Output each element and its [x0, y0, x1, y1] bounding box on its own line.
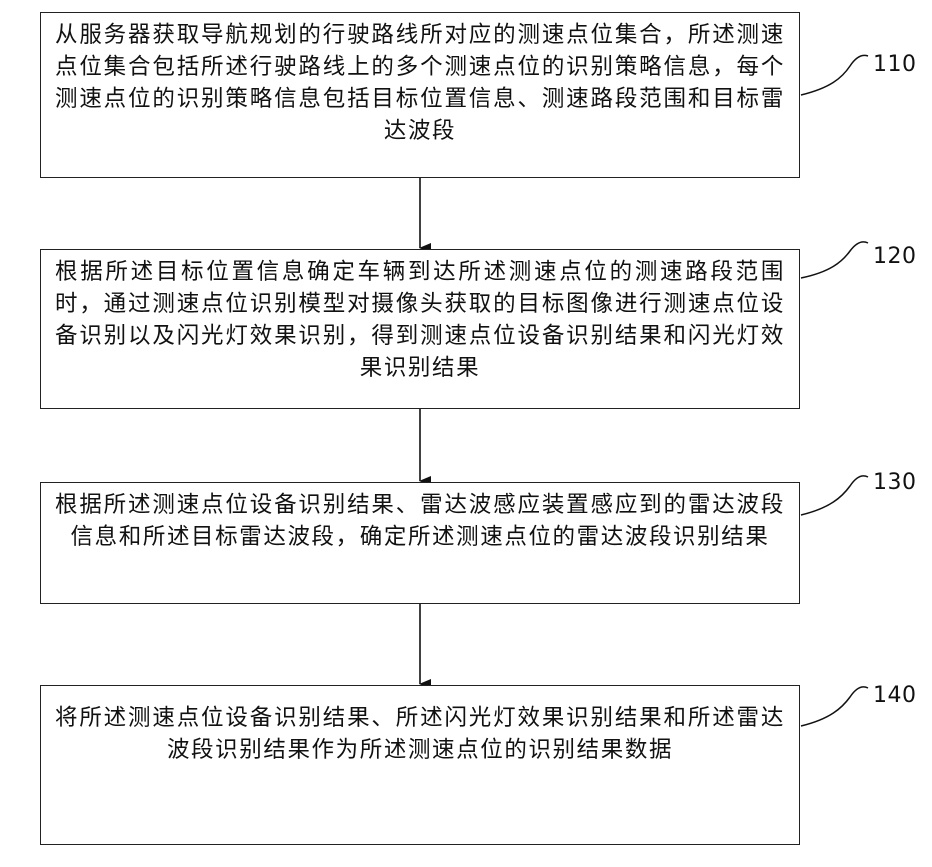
step-text-140: 将所述测速点位设备识别结果、所述闪光灯效果识别结果和所述雷达波段识别结果作为所述… [55, 705, 785, 763]
step-label-110: 110 [873, 52, 917, 77]
leader-line-140 [801, 687, 868, 726]
step-box-140: 将所述测速点位设备识别结果、所述闪光灯效果识别结果和所述雷达波段识别结果作为所述… [40, 685, 800, 845]
leader-line-120 [801, 242, 868, 278]
step-label-120: 120 [873, 244, 917, 269]
step-box-120: 根据所述目标位置信息确定车辆到达所述测速点位的测速路段范围时，通过测速点位识别模… [40, 249, 800, 409]
step-box-110: 从服务器获取导航规划的行驶路线所对应的测速点位集合，所述测速点位集合包括所述行驶… [40, 12, 800, 178]
leader-line-130 [801, 476, 868, 515]
step-label-140: 140 [873, 683, 917, 708]
step-box-130: 根据所述测速点位设备识别结果、雷达波感应装置感应到的雷达波段信息和所述目标雷达波… [40, 482, 800, 604]
step-label-130: 130 [873, 470, 917, 495]
step-text-130: 根据所述测速点位设备识别结果、雷达波感应装置感应到的雷达波段信息和所述目标雷达波… [55, 492, 785, 550]
step-text-120: 根据所述目标位置信息确定车辆到达所述测速点位的测速路段范围时，通过测速点位识别模… [55, 259, 785, 381]
leader-line-110 [801, 55, 868, 95]
step-text-110: 从服务器获取导航规划的行驶路线所对应的测速点位集合，所述测速点位集合包括所述行驶… [55, 22, 785, 144]
